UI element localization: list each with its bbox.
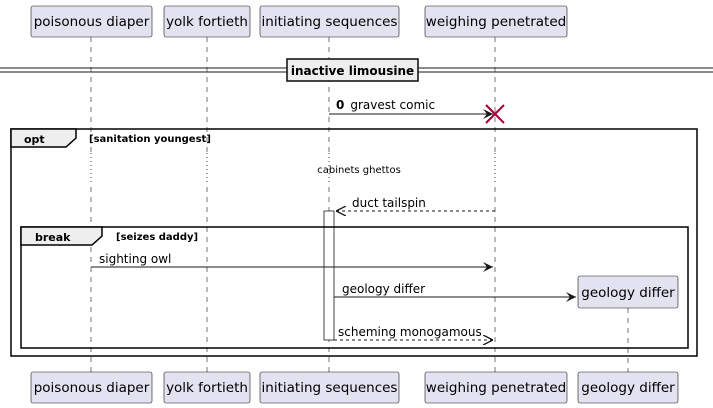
message-duct-tailspin: duct tailspin: [336, 196, 495, 211]
participant-weighing-penetrated: weighing penetrated: [424, 5, 568, 38]
participant-initiating-sequences-bottom: initiating sequences: [259, 371, 400, 404]
message-label: scheming monogamous: [338, 325, 482, 339]
participant-label: weighing penetrated: [426, 14, 566, 30]
delay-label: cabinets ghettos: [317, 165, 401, 176]
participant-yolk-fortieth-bottom: yolk fortieth: [163, 371, 251, 404]
participant-poisonous-diaper: poisonous diaper: [30, 5, 153, 38]
destroy-x-icon: [485, 104, 505, 124]
message-label: duct tailspin: [352, 196, 426, 210]
fragment-break: break [seizes daddy]: [20, 226, 689, 349]
participant-label: yolk fortieth: [166, 380, 248, 396]
message-label: gravest comic: [350, 98, 435, 112]
fragment-keyword: opt: [24, 133, 45, 146]
participant-label: geology differ: [581, 380, 675, 396]
participants-bottom: poisonous diaper yolk fortieth initiatin…: [30, 371, 679, 404]
participant-yolk-fortieth: yolk fortieth: [163, 5, 251, 38]
message-gravest-comic: 0 gravest comic: [329, 98, 493, 119]
message-scheming-monogamous: scheming monogamous: [334, 325, 493, 340]
fragment-guard: [sanitation youngest]: [89, 134, 211, 145]
fragment-guard: [seizes daddy]: [116, 232, 198, 243]
divider-label: inactive limousine: [291, 64, 414, 78]
message-label: sighting owl: [99, 252, 171, 266]
participant-label: yolk fortieth: [166, 14, 248, 30]
participant-label: initiating sequences: [262, 14, 398, 30]
fragment-keyword: break: [35, 231, 71, 244]
message-number: 0: [336, 98, 344, 112]
participant-label: initiating sequences: [262, 380, 398, 396]
activation-bar: [323, 210, 335, 341]
participant-label: poisonous diaper: [34, 14, 150, 30]
participant-poisonous-diaper-bottom: poisonous diaper: [30, 371, 153, 404]
fragment-opt: opt [sanitation youngest]: [10, 128, 698, 357]
participant-geology-differ-bottom: geology differ: [577, 371, 679, 404]
participant-label: geology differ: [581, 285, 675, 301]
message-geology-differ: geology differ: [334, 282, 576, 302]
participant-weighing-penetrated-bottom: weighing penetrated: [424, 371, 568, 404]
lifelines: [90, 37, 629, 372]
participant-label: weighing penetrated: [426, 380, 566, 396]
participant-geology-differ-created: geology differ: [577, 275, 679, 309]
participant-initiating-sequences: initiating sequences: [259, 5, 400, 38]
divider-inactive-limousine: inactive limousine: [0, 58, 713, 82]
message-sighting-owl: sighting owl: [91, 252, 493, 272]
participant-label: poisonous diaper: [34, 380, 150, 396]
delay-segments: [90, 153, 496, 185]
message-label: geology differ: [342, 282, 425, 296]
participants-top: poisonous diaper yolk fortieth initiatin…: [30, 5, 568, 38]
